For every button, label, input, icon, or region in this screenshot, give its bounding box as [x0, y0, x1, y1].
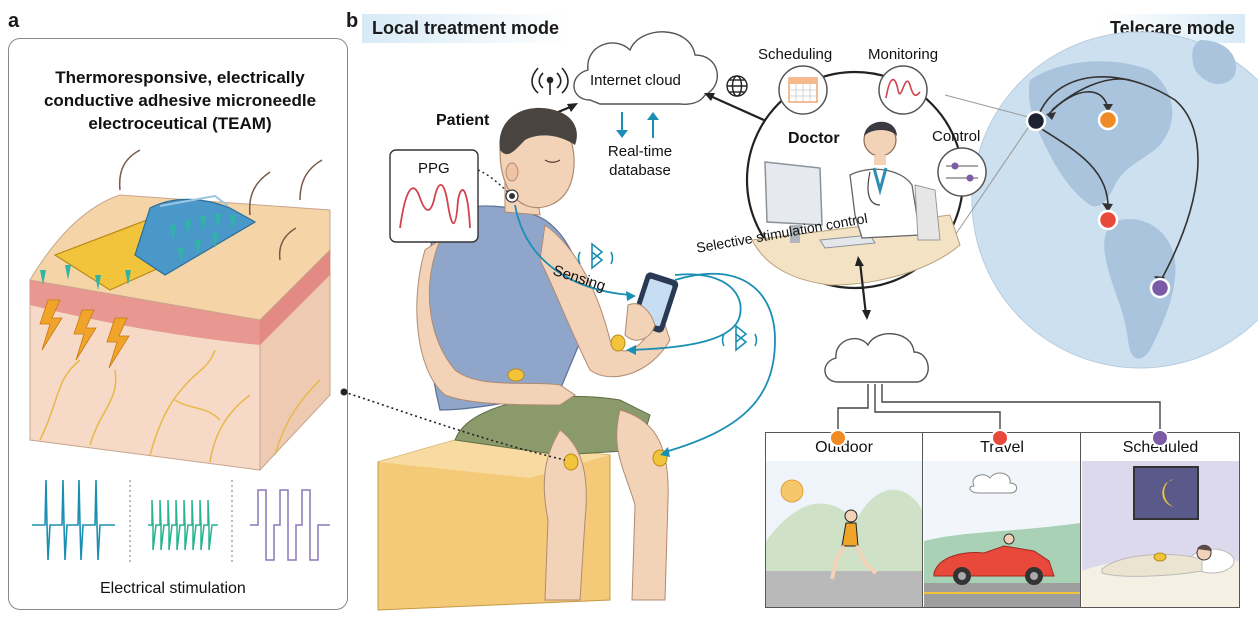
internet-cloud-icon: [573, 31, 718, 105]
bluetooth-icon-1: [577, 242, 614, 270]
scheduled-illustration: [1082, 461, 1239, 607]
monitoring-label: Monitoring: [868, 46, 939, 63]
scene-travel: Travel: [924, 433, 1081, 607]
waveform-caption: Electrical stimulation: [100, 580, 246, 597]
antenna-icon: [531, 67, 569, 95]
internet-cloud-label: Internet cloud: [590, 72, 681, 89]
scheduling-label: Scheduling: [758, 46, 833, 63]
travel-illustration: [924, 461, 1080, 607]
scene-scheduled-title: Scheduled: [1122, 439, 1199, 456]
realtime-database-label: Real-time database: [607, 143, 673, 179]
waveforms: [32, 479, 330, 565]
ppg-label: PPG: [418, 160, 450, 177]
team-title: Thermoresponsive, electrically conductiv…: [43, 68, 317, 133]
outdoor-illustration: [766, 461, 922, 607]
scene-scheduled: Scheduled: [1082, 433, 1239, 607]
scene-outdoor-title: Outdoor: [815, 439, 873, 456]
control-label: Control: [932, 128, 981, 145]
panel-letter-b: b: [346, 10, 359, 32]
doctor-label: Doctor: [788, 130, 840, 147]
web-globe-icon: [726, 75, 748, 97]
control-icon: [937, 147, 987, 197]
scene-travel-title: Travel: [980, 439, 1024, 456]
panel-letter-a: a: [8, 10, 20, 32]
local-treatment-mode-label: Local treatment mode: [362, 14, 570, 43]
lower-cloud-icon: [824, 332, 929, 383]
patient-label: Patient: [436, 112, 490, 129]
skin-block-illustration: [29, 149, 331, 472]
bluetooth-icon-2: [721, 324, 758, 352]
scene-outdoor: Outdoor: [766, 433, 923, 607]
